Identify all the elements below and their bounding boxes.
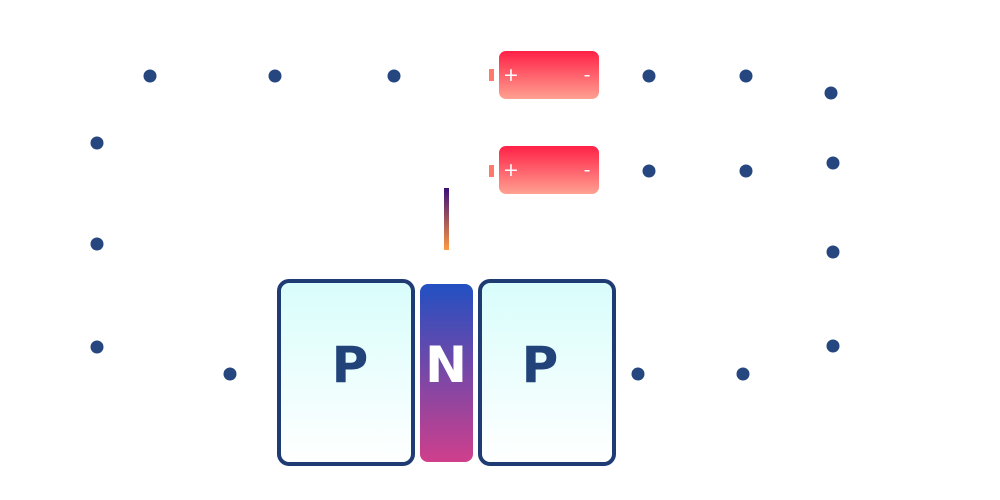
electron-dot: [143, 69, 157, 83]
battery-terminal: [489, 69, 494, 81]
electron-dot: [642, 69, 656, 83]
electron-dots: [90, 69, 840, 381]
p-region-left: P: [277, 279, 415, 466]
battery-body: [499, 146, 599, 194]
electron-dot: [90, 237, 104, 251]
p-region-right: P: [478, 279, 616, 466]
electron-dot: [826, 339, 840, 353]
battery-plus-label: +: [503, 159, 519, 181]
base-lead: [444, 188, 449, 250]
p-region-label: P: [332, 336, 369, 394]
n-region: N: [420, 284, 473, 462]
p-region-label: P: [522, 336, 559, 394]
electron-dot: [223, 367, 237, 381]
battery-minus-label: -: [584, 159, 591, 181]
battery-bottom: + -: [489, 146, 599, 194]
battery-minus-label: -: [584, 64, 591, 86]
battery-terminal: [489, 165, 494, 177]
electron-dot: [387, 69, 401, 83]
electron-dot: [739, 164, 753, 178]
electron-dot: [736, 367, 750, 381]
electron-dot: [90, 340, 104, 354]
electron-dot: [642, 164, 656, 178]
electron-dot: [826, 245, 840, 259]
electron-dot: [826, 156, 840, 170]
electron-dot: [739, 69, 753, 83]
electron-dot: [631, 367, 645, 381]
n-region-label: N: [425, 336, 467, 394]
battery-plus-label: +: [503, 64, 519, 86]
electron-dot: [824, 86, 838, 100]
battery-body: [499, 51, 599, 99]
electron-dot: [90, 136, 104, 150]
battery-top: + -: [489, 51, 599, 99]
electron-dot: [268, 69, 282, 83]
